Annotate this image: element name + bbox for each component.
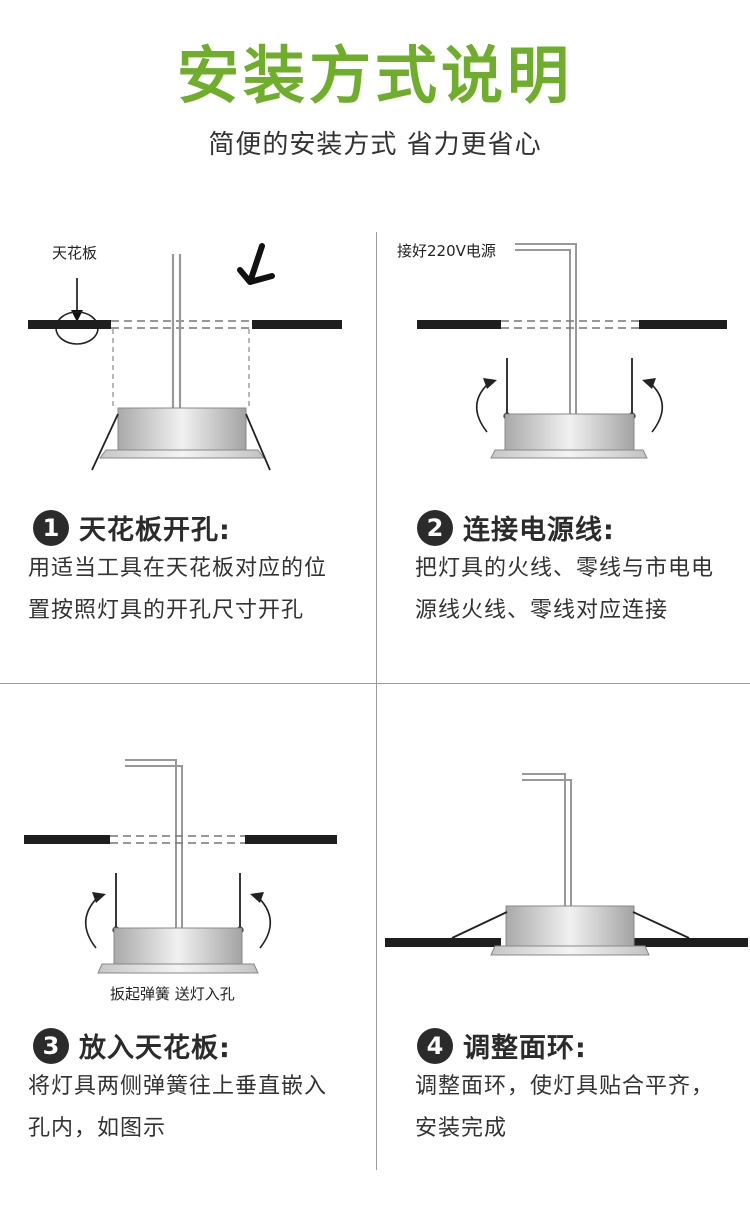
- step-1-number: 1: [33, 509, 69, 546]
- step-2-desc-line-2: 源线火线、零线对应连接: [415, 598, 669, 623]
- step-4-heading: 4 调整面环:: [417, 1026, 587, 1065]
- step-2-desc-line-1: 把灯具的火线、零线与市电电: [415, 556, 715, 581]
- step-1-description: 用适当工具在天花板对应的位 置按照灯具的开孔尺寸开孔: [28, 548, 327, 632]
- step-3-desc-line-1: 将灯具两侧弹簧往上垂直嵌入: [28, 1074, 328, 1099]
- ceiling-right: [633, 938, 748, 947]
- pointer-arrowhead: [71, 310, 83, 322]
- wire-1: [515, 249, 571, 414]
- lamp-ring: [99, 449, 265, 459]
- step-4-desc-line-2: 安装完成: [415, 1116, 508, 1141]
- ceiling-right: [252, 320, 342, 329]
- ceiling-left: [385, 938, 501, 947]
- step-1-title: 天花板开孔:: [79, 515, 231, 546]
- step-1-diagram: 天花板: [28, 243, 342, 471]
- lamp-ring: [490, 449, 648, 459]
- wire-2: [125, 765, 183, 928]
- arrow-hint: [237, 243, 275, 285]
- step-2-heading: 2 连接电源线:: [417, 508, 615, 547]
- spring-right: [632, 911, 690, 939]
- step-3-desc-line-2: 孔内，如图示: [28, 1116, 167, 1141]
- wire-1: [522, 773, 566, 906]
- step-2-panel: 接好220V电源 2 连接电源线: 把灯具的火线、零线与市电电 源线火线、零线对…: [377, 232, 750, 682]
- step-2-diagram: 接好220V电源: [397, 242, 727, 459]
- wire-2: [515, 243, 577, 414]
- step-4-number: 4: [417, 1027, 453, 1064]
- lamp-ring: [490, 945, 650, 956]
- step-1-desc-line-2: 置按照灯具的开孔尺寸开孔: [28, 598, 305, 623]
- spring-right: [245, 413, 271, 471]
- step-1-desc-line-1: 用适当工具在天花板对应的位: [28, 556, 328, 581]
- step-3-number: 3: [33, 1027, 69, 1064]
- step-3-heading: 3 放入天花板:: [33, 1026, 231, 1065]
- step-3-panel: 扳起弹簧 送灯入孔 3 放入天花板: 将灯具两侧弹簧往上垂直嵌入 孔内，如图示: [0, 684, 376, 1174]
- ceiling-right: [639, 320, 727, 329]
- ceiling-right: [245, 835, 337, 844]
- rotate-arrow-left: [84, 895, 100, 949]
- step-4-description: 调整面环，使灯具贴合平齐， 安装完成: [415, 1066, 714, 1150]
- step-3-diagram: 扳起弹簧 送灯入孔: [24, 759, 337, 1003]
- step-4-diagram: [385, 773, 748, 956]
- lamp-body: [505, 905, 635, 949]
- step-3-description: 将灯具两侧弹簧往上垂直嵌入 孔内，如图示: [28, 1066, 327, 1150]
- lamp-body: [504, 413, 635, 451]
- page-subtitle: 简便的安装方式 省力更省心: [208, 130, 542, 160]
- ceiling-left: [417, 320, 501, 329]
- step-4-desc-line-1: 调整面环，使灯具贴合平齐，: [415, 1074, 715, 1099]
- rotate-arrow-right: [648, 381, 664, 433]
- lamp-body: [117, 407, 247, 451]
- step-2-number: 2: [417, 509, 453, 546]
- page-title: 安装方式说明: [176, 39, 573, 112]
- step-2-description: 把灯具的火线、零线与市电电 源线火线、零线对应连接: [415, 548, 714, 632]
- vertical-divider: [376, 232, 377, 1170]
- rotate-arrow-left: [475, 381, 491, 433]
- step-1-heading: 1 天花板开孔:: [33, 508, 231, 547]
- ceiling-label: 天花板: [52, 244, 97, 262]
- wire-2: [522, 779, 572, 906]
- step-2-title: 连接电源线:: [463, 515, 615, 546]
- lamp-ring: [97, 963, 259, 974]
- step-3-title: 放入天花板:: [79, 1033, 231, 1064]
- step-4-panel: 4 调整面环: 调整面环，使灯具贴合平齐， 安装完成: [377, 684, 750, 1174]
- rotate-arrow-right: [256, 895, 272, 949]
- ceiling-left: [28, 320, 111, 329]
- spring-left: [91, 413, 119, 471]
- ceiling-left: [24, 835, 110, 844]
- horizontal-divider: [0, 683, 750, 684]
- spring-instruction-label: 扳起弹簧 送灯入孔: [110, 985, 235, 1003]
- power-label: 接好220V电源: [397, 242, 496, 260]
- wire-1: [125, 759, 177, 928]
- spring-left: [451, 911, 508, 939]
- lamp-body: [113, 927, 243, 965]
- step-1-panel: 天花板 1 天花板开孔: 用适当工具在天花板对应的位 置按照灯具的开孔尺寸开孔: [0, 232, 376, 682]
- step-4-title: 调整面环:: [463, 1033, 587, 1064]
